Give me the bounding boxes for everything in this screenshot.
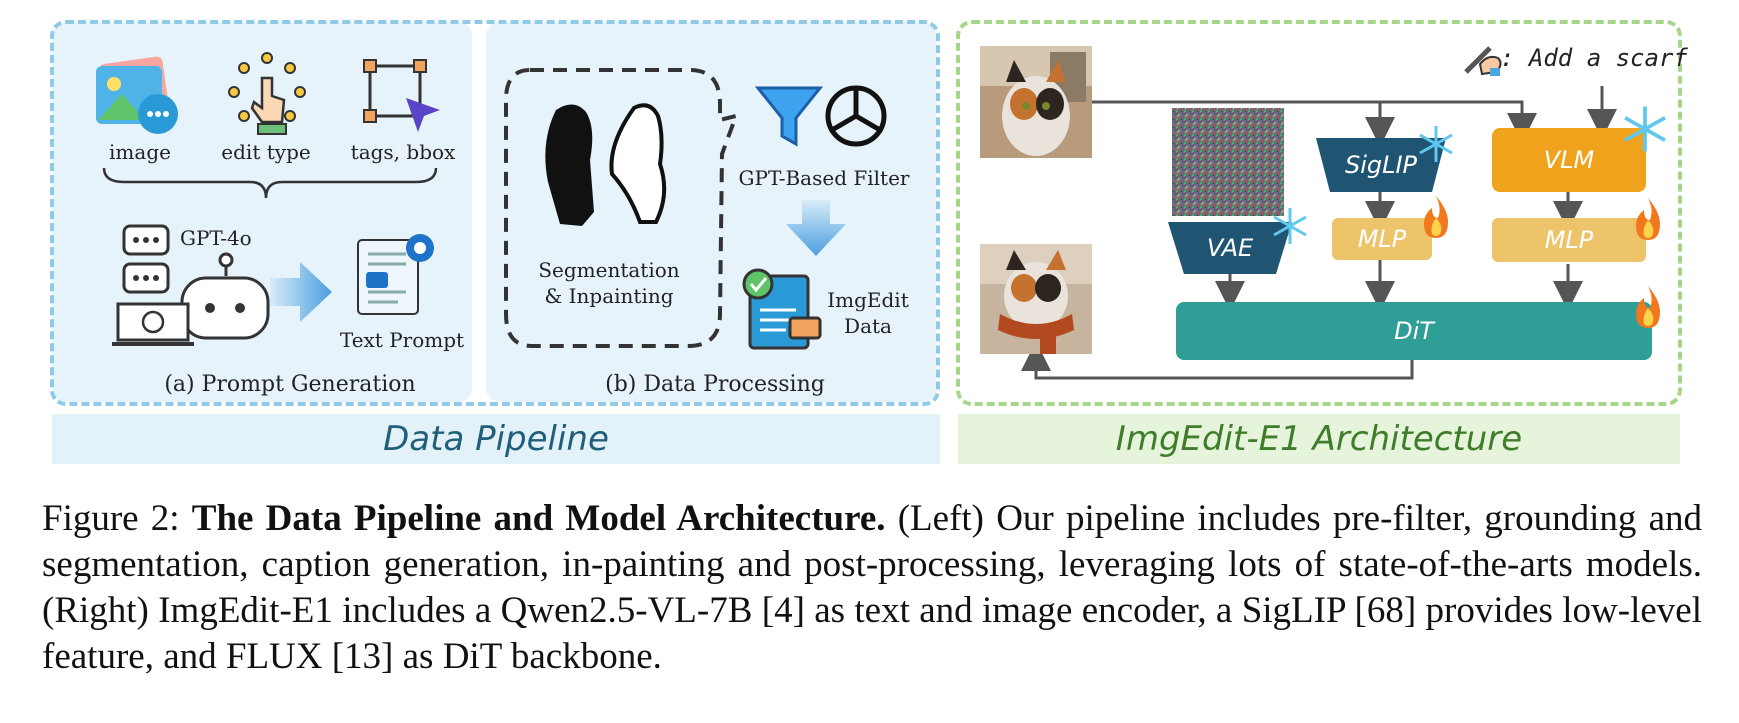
image-icon bbox=[96, 56, 178, 134]
data-pipeline-dashed-border bbox=[50, 20, 940, 406]
prompt-generation-title: (a) Prompt Generation bbox=[164, 372, 416, 397]
input-label-tags-bbox: tags, bbox bbox=[350, 140, 456, 164]
filter-funnel-icon bbox=[754, 86, 824, 147]
trainable-flame-icon bbox=[1636, 286, 1660, 328]
text-prompt-label: Text Prompt bbox=[339, 328, 465, 352]
figure-caption: Figure 2: The Data Pipeline and Model Ar… bbox=[42, 496, 1702, 680]
data-pipeline-banner: Data Pipeline bbox=[52, 414, 940, 464]
noise-latent-image bbox=[1172, 108, 1284, 216]
frozen-snowflake-icon bbox=[1273, 208, 1307, 244]
frozen-snowflake-icon bbox=[1419, 126, 1453, 162]
input-brace bbox=[102, 167, 438, 199]
bbox-cursor-icon bbox=[363, 59, 440, 132]
gpt-filter-label: GPT-Based Filter bbox=[738, 166, 910, 190]
trainable-flame-icon bbox=[1636, 198, 1660, 240]
text-prompt-document-icon bbox=[357, 234, 434, 315]
segmentation-label-line2: & Inpainting bbox=[544, 284, 674, 308]
gpt4o-robot-icon bbox=[112, 224, 270, 346]
input-cat-image bbox=[980, 46, 1092, 158]
caption-bold-title: The Data Pipeline and Model Architecture… bbox=[191, 498, 886, 539]
caption-prefix: Figure 2: bbox=[42, 498, 192, 539]
dit-block: DiT bbox=[1176, 302, 1652, 360]
output-cat-scarf-image bbox=[980, 244, 1092, 354]
architecture-banner: ImgEdit-E1 Architecture bbox=[958, 414, 1680, 464]
imgedit-data-icon bbox=[742, 268, 822, 350]
gpt4o-label: GPT-4o bbox=[180, 226, 252, 250]
vae-label: VAE bbox=[1206, 234, 1254, 262]
imgedit-data-label-line1: ImgEdit bbox=[827, 288, 909, 312]
architecture-connectors bbox=[1021, 86, 1617, 380]
input-label-image: image bbox=[109, 140, 171, 164]
pen-hand-icon bbox=[1464, 46, 1502, 76]
filter-down-arrow-icon bbox=[786, 200, 846, 256]
data-processing-title: (b) Data Processing bbox=[605, 372, 825, 397]
frozen-snowflake-icon bbox=[1624, 106, 1666, 152]
mlp-block-vlm: MLP bbox=[1492, 218, 1646, 262]
siglip-label: SigLIP bbox=[1344, 151, 1418, 179]
imgedit-data-label-line2: Data bbox=[844, 314, 892, 338]
vae-block bbox=[1168, 222, 1292, 274]
vlm-block: VLM bbox=[1492, 128, 1646, 192]
prompt-arrow-icon bbox=[270, 262, 332, 322]
segmentation-bubble bbox=[504, 68, 740, 348]
instruction-text: : Add a scarf bbox=[1500, 44, 1688, 72]
trainable-flame-icon bbox=[1424, 196, 1448, 238]
mlp-block-siglip: MLP bbox=[1332, 218, 1432, 260]
siglip-block bbox=[1316, 138, 1446, 192]
segmentation-label-line1: Segmentation bbox=[538, 258, 680, 282]
edit-type-hand-icon bbox=[228, 52, 306, 135]
input-label-edit-type: edit type bbox=[221, 140, 311, 164]
caption-body: (Left) Our pipeline includes pre-filter,… bbox=[42, 498, 1702, 677]
openai-logo-icon bbox=[825, 85, 887, 147]
